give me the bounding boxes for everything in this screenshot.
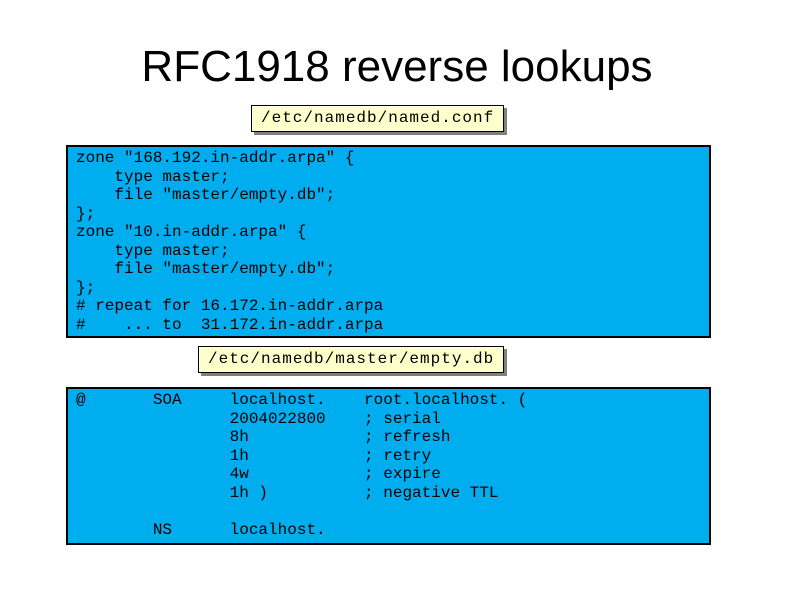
file-path-label-named-conf: /etc/namedb/named.conf xyxy=(251,105,505,132)
code-block-empty-db: @ SOA localhost. root.localhost. ( 20040… xyxy=(66,387,711,545)
page-title: RFC1918 reverse lookups xyxy=(141,42,653,91)
file-path-label-empty-db: /etc/namedb/master/empty.db xyxy=(198,346,505,373)
code-block-named-conf: zone "168.192.in-addr.arpa" { type maste… xyxy=(66,145,711,338)
